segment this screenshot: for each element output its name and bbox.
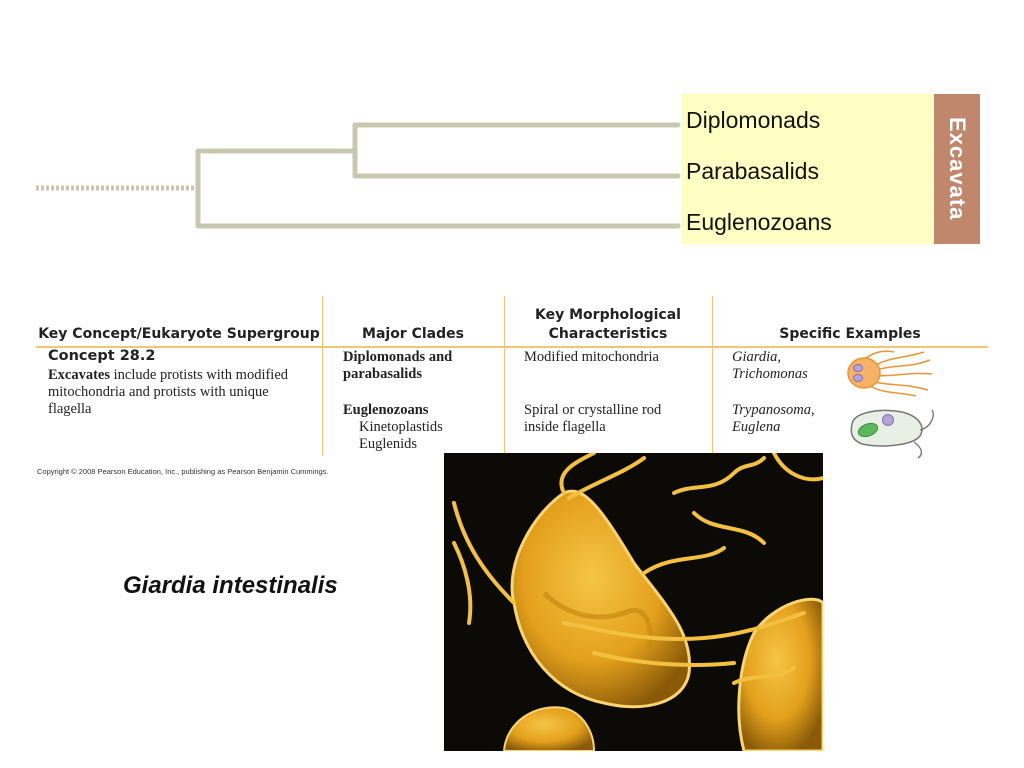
supergroup-label: Excavata [945,117,970,221]
tree-branch-upper-pair [352,122,681,179]
concept-text: include protists with modified mitochond… [48,367,289,417]
row2-clade: Euglenozoans [343,402,429,418]
tree-branch-root [195,148,681,229]
clade-euglenozoans: Euglenozoans [686,209,832,235]
table-divider [322,296,323,456]
concept-table: Key Concept/Eukaryote Supergroup Major C… [36,296,988,459]
header-major-clades: Major Clades [362,326,464,342]
table-header-rule [36,346,988,348]
giardia-micrograph [444,453,823,751]
giardia-icon [847,350,933,397]
row2-subclade-2: Euglenids [359,436,417,452]
row2-examples: Trypanosoma, Euglena [732,402,815,435]
table-divider [504,296,505,456]
clade-diplomonads: Diplomonads [686,107,821,133]
row2-subclade-1: Kinetoplastids [359,419,443,435]
supergroup-box [934,94,980,244]
euglena-icon [850,409,934,459]
row1-clade: Diplomonads and parabasalids [343,349,453,382]
row1-examples: Giardia, Trichomonas [732,349,808,382]
row1-characteristic: Modified mitochondria [524,349,659,365]
header-examples: Specific Examples [779,326,921,342]
row2-characteristic: Spiral or crystalline rod inside flagell… [524,402,662,435]
concept-title: Concept 28.2 [48,348,156,364]
copyright-notice: Copyright © 2008 Pearson Education, Inc.… [37,467,329,476]
table-divider [712,296,713,456]
header-morphology: Key Morphological Characteristics [535,307,681,342]
clade-parabasalids: Parabasalids [686,158,819,184]
phylogenetic-tree [36,122,681,229]
clade-label-box [681,94,934,244]
micrograph-caption: Giardia intestinalis [123,572,338,599]
giardia-micrograph-icon [452,453,823,751]
concept-description: Excavates include protists with modified… [48,367,310,418]
header-key-concept: Key Concept/Eukaryote Supergroup [38,326,320,342]
concept-bold-word: Excavates [48,367,111,383]
